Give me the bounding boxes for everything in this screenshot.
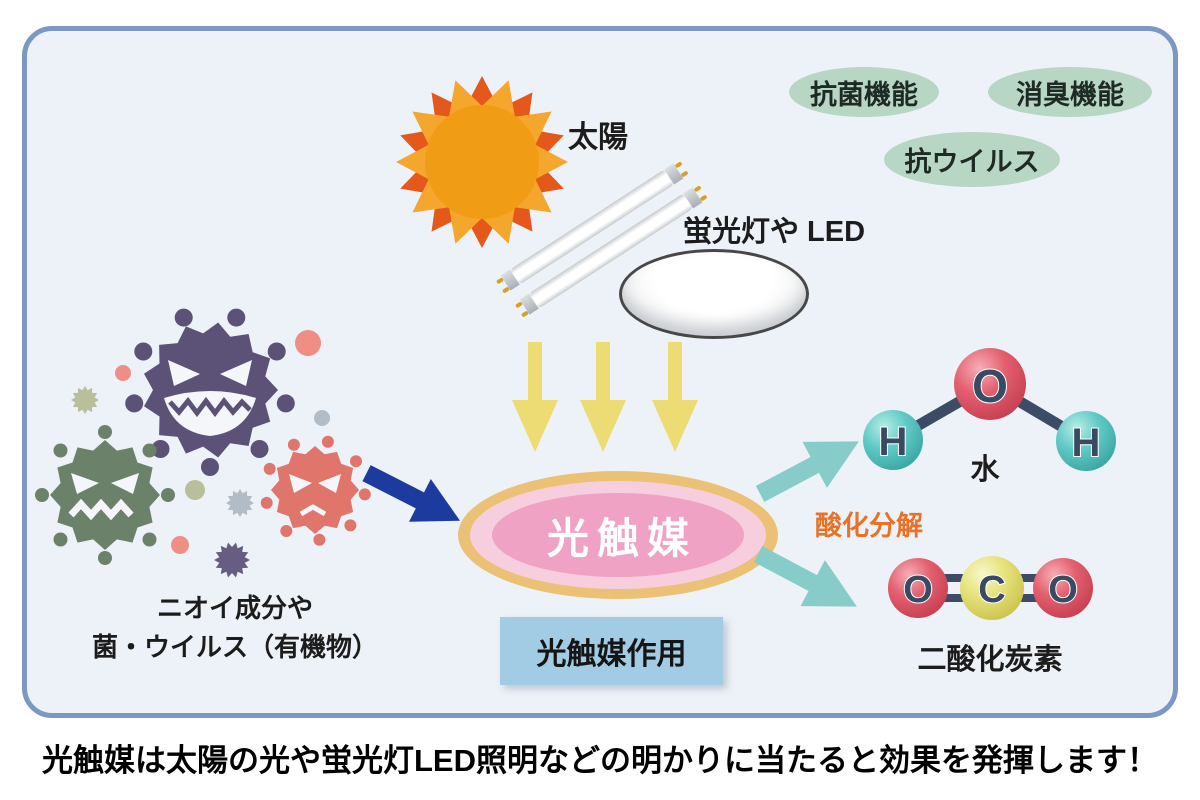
germs-cluster-icon [35, 308, 371, 578]
photocatalyst-ellipse-inner: 光触媒 [492, 493, 744, 577]
dot-gray-spiky [226, 489, 254, 517]
oxygen-atom [1033, 558, 1093, 618]
sun-label: 太陽 [568, 121, 628, 154]
oxidation-label: 酸化分解 [815, 511, 923, 541]
hydrogen-atom [1056, 411, 1116, 471]
badge-antibacterial-label: 抗菌機能 [810, 79, 918, 110]
caption: 光触媒は太陽の光や蛍光灯LED照明などの明かりに当たると効果を発揮します！ [42, 743, 1158, 778]
badge-antibacterial: 抗菌機能 [789, 67, 939, 117]
dot-purple-spiky [214, 542, 250, 578]
co2-label: 二酸化炭素 [917, 644, 1063, 676]
action-box: 光触媒作用 [500, 617, 723, 685]
hydrogen-letter: H [879, 420, 908, 464]
dot-salmon [115, 365, 131, 381]
sun-icon [396, 76, 568, 248]
pollutants-label-line2: 菌・ウイルス（有機物） [91, 632, 378, 662]
oxygen-letter: O [1048, 569, 1078, 611]
output-arrow-up-icon [755, 441, 859, 502]
oxygen-atom [888, 558, 948, 618]
co2-molecule-icon: O C O [888, 556, 1093, 620]
virus-purple-icon [125, 308, 295, 476]
dot-salmon [171, 536, 189, 554]
oxygen-letter: O [972, 360, 1008, 412]
badge-deodorizing-label: 消臭機能 [1016, 79, 1124, 110]
virus-green-icon [35, 425, 175, 565]
hydrogen-atom [863, 410, 923, 470]
led-ceiling-light-icon [619, 249, 809, 339]
photocatalyst-label: 光触媒 [546, 514, 697, 562]
badge-deodorizing: 消臭機能 [988, 67, 1152, 117]
lamp-label: 蛍光灯や LED [683, 216, 866, 248]
oxygen-atom [954, 348, 1026, 420]
badge-antiviral-label: 抗ウイルス [904, 147, 1040, 177]
pollutants-label: ニオイ成分や 菌・ウイルス（有機物） [55, 589, 415, 667]
light-down-arrows-icon [512, 342, 698, 452]
badge-antiviral: 抗ウイルス [884, 132, 1060, 187]
action-box-label: 光触媒作用 [536, 638, 687, 671]
dot-olive-spiky [71, 386, 99, 414]
pollutants-label-line1: ニオイ成分や [156, 593, 313, 623]
carbon-letter: C [978, 569, 1005, 611]
dot-salmon [295, 330, 321, 356]
dot-olive [185, 480, 205, 500]
input-arrow-icon [362, 465, 461, 522]
water-molecule-icon: O H H [863, 348, 1116, 471]
oxygen-letter: O [903, 569, 933, 611]
photocatalyst-ellipse-mid: 光触媒 [470, 481, 766, 589]
photocatalyst-ellipse: 光触媒 [458, 471, 778, 599]
water-label: 水 [970, 454, 1000, 486]
output-arrow-down-icon [753, 546, 857, 607]
carbon-atom [960, 556, 1024, 620]
virus-red-icon [260, 435, 371, 546]
dot-gray [314, 410, 330, 426]
hydrogen-letter: H [1072, 421, 1101, 465]
